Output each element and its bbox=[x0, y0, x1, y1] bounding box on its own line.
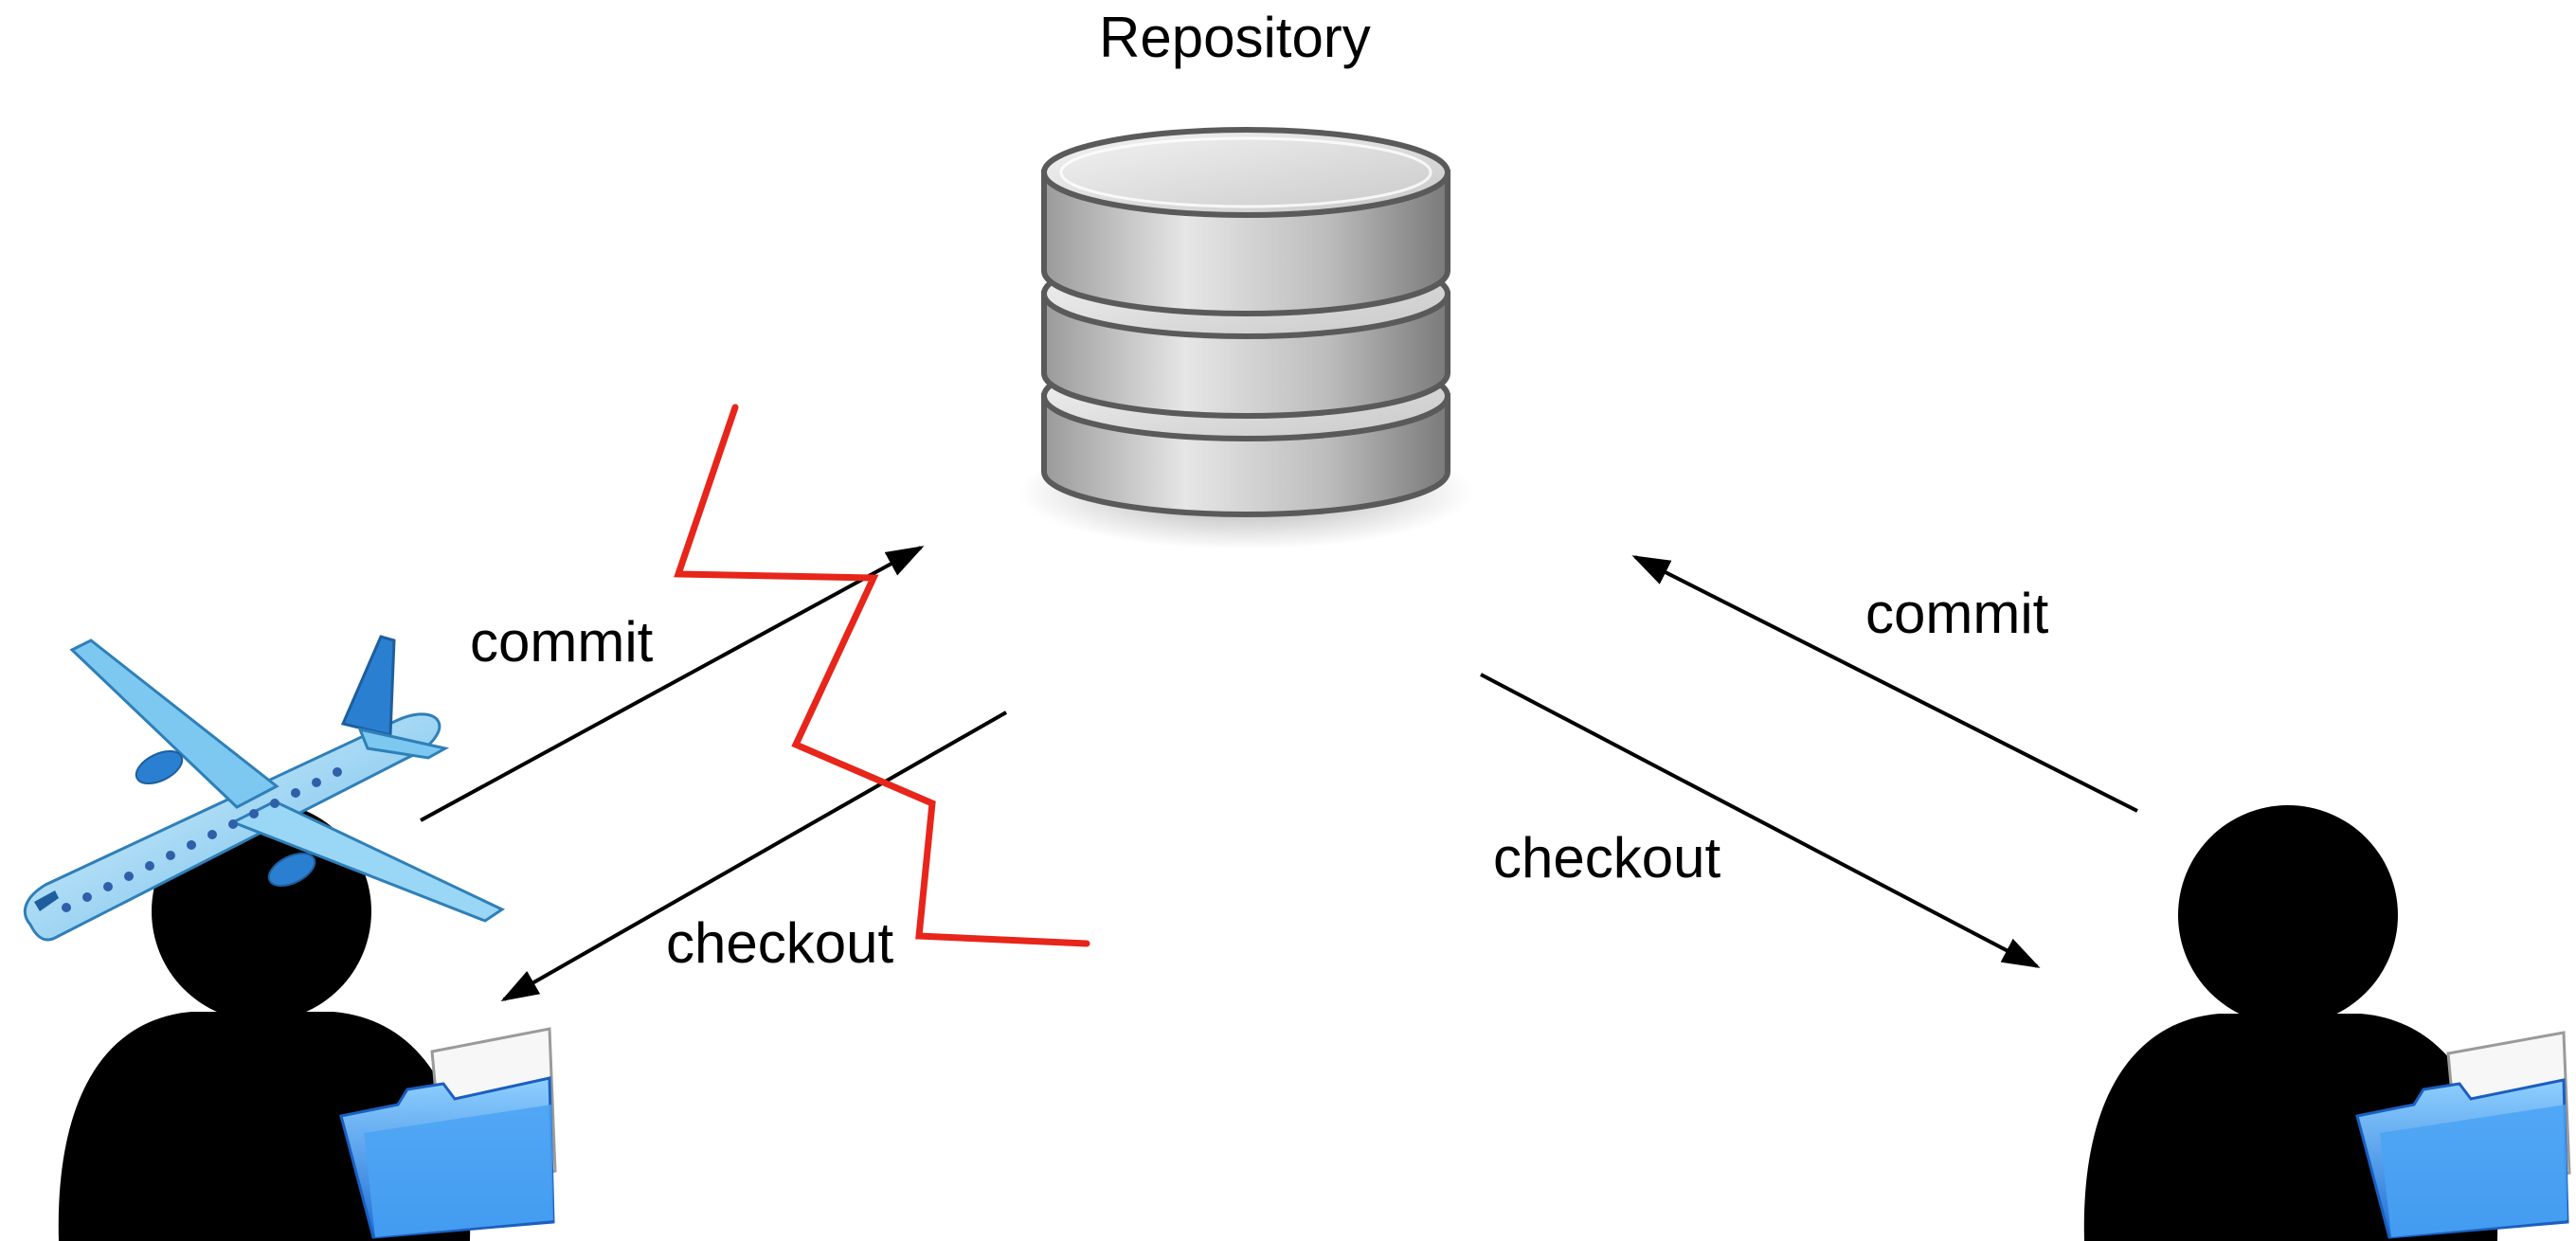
left-commit-arrow bbox=[420, 546, 925, 822]
lightning-break-icon bbox=[674, 404, 1090, 947]
airplane-icon bbox=[24, 635, 506, 942]
repository-label: Repository bbox=[1099, 6, 1371, 69]
left-checkout-label: checkout bbox=[666, 911, 894, 975]
right-checkout-arrow bbox=[1480, 673, 2041, 968]
folder-icon bbox=[2355, 1031, 2571, 1239]
left-commit-label: commit bbox=[470, 610, 654, 674]
folder-icon bbox=[339, 1027, 557, 1239]
left-checkout-arrow bbox=[500, 710, 1007, 1001]
right-checkout-label: checkout bbox=[1493, 826, 1721, 890]
right-commit-arrow bbox=[1631, 555, 2138, 813]
right-commit-label: commit bbox=[1865, 582, 2049, 645]
database-icon bbox=[1018, 127, 1473, 549]
